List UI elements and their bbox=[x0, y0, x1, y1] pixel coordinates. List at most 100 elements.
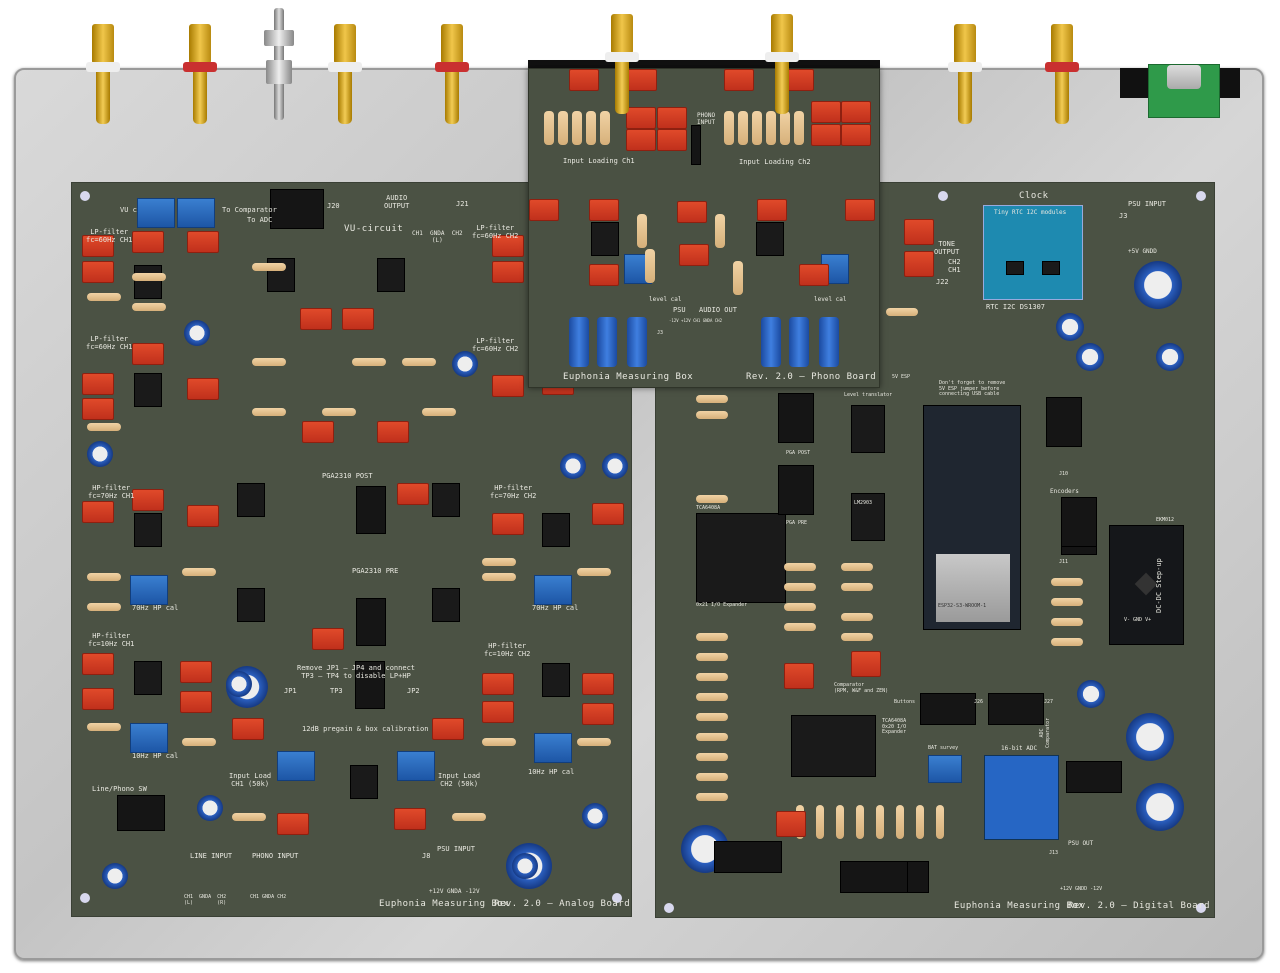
hp-filter-70-ch1-label: HP-filter fc=70Hz CH1 bbox=[88, 484, 135, 500]
bat-survey-label: BAT survey bbox=[928, 745, 959, 751]
j10-label: J10 bbox=[1059, 471, 1069, 477]
level-cal-ch1-label: level cal bbox=[649, 296, 682, 303]
hp-filter-70-ch2-label: HP-filter fc=70Hz CH2 bbox=[490, 484, 537, 500]
rca-jack[interactable] bbox=[328, 24, 362, 124]
resistor bbox=[696, 495, 728, 503]
phono-input-label: PHONO INPUT bbox=[252, 852, 299, 860]
line-phono-switch-label: Line/Phono SW bbox=[92, 785, 147, 793]
esp32-module[interactable]: ESP32-S3-WROOM-1 bbox=[923, 405, 1021, 630]
resistor bbox=[87, 293, 121, 301]
electrolytic-capacitor bbox=[1077, 680, 1105, 708]
psu-out-pins: +12V GNDD -12V bbox=[1060, 886, 1103, 892]
resistor bbox=[856, 805, 864, 839]
film-capacitor bbox=[811, 124, 841, 146]
resistor bbox=[936, 805, 944, 839]
film-capacitor bbox=[811, 101, 841, 123]
psu-input-label: PSU INPUT bbox=[1128, 200, 1166, 208]
psu-input-pins: +5V GNDD bbox=[1128, 248, 1157, 255]
film-capacitor bbox=[300, 308, 332, 330]
trimmer-potentiometer bbox=[130, 723, 168, 753]
pin-header bbox=[1061, 497, 1097, 547]
resistor bbox=[577, 738, 611, 746]
resistor bbox=[482, 573, 516, 581]
film-capacitor bbox=[845, 199, 875, 221]
rca-jack[interactable] bbox=[435, 24, 469, 124]
analog-board: LP-filter fc=60Hz CH1 LP-filter fc=60Hz … bbox=[71, 182, 632, 917]
electrolytic-capacitor bbox=[1134, 261, 1182, 309]
phono-input-label: PHONO INPUT bbox=[697, 112, 716, 126]
vu-label: VU c bbox=[120, 206, 137, 214]
film-capacitor bbox=[492, 375, 524, 397]
film-capacitor bbox=[589, 199, 619, 221]
resistor bbox=[402, 358, 436, 366]
film-capacitor bbox=[677, 201, 707, 223]
film-capacitor bbox=[799, 264, 829, 286]
resistor bbox=[1051, 638, 1083, 646]
audio-output-pins: CH1 GNDA CH2 (L) bbox=[412, 230, 463, 244]
coupling-capacitor bbox=[569, 317, 589, 367]
electrolytic-capacitor bbox=[560, 453, 586, 479]
film-capacitor bbox=[82, 398, 114, 420]
film-capacitor bbox=[589, 264, 619, 286]
ground-post bbox=[262, 8, 296, 120]
pregain-label: 12dB pregain & box calibration bbox=[302, 725, 429, 733]
electrolytic-capacitor bbox=[512, 853, 538, 879]
buttons-label: Buttons bbox=[894, 699, 916, 705]
resistor bbox=[577, 568, 611, 576]
vu-circuit-label: VU-circuit bbox=[344, 224, 404, 234]
input-loading-ch2-label: Input Loading Ch2 bbox=[739, 158, 811, 166]
board-revision: Rev. 2.0 – Digital Board bbox=[1068, 901, 1211, 911]
resistor bbox=[87, 423, 121, 431]
film-capacitor bbox=[82, 235, 114, 257]
j13-label: J13 bbox=[1049, 850, 1059, 856]
resistor bbox=[600, 111, 610, 145]
resistor bbox=[452, 813, 486, 821]
trimmer-potentiometer bbox=[130, 575, 168, 605]
electrolytic-capacitor bbox=[102, 863, 128, 889]
phono-input-pins: CH1 GNDA CH2 bbox=[250, 894, 287, 900]
rca-jack[interactable] bbox=[86, 24, 120, 124]
resistor bbox=[1051, 618, 1083, 626]
pga-pre-label: PGA PRE bbox=[786, 520, 808, 526]
dcdc-module: V- GND V+ bbox=[1109, 525, 1184, 645]
hp-filter-10-ch1-label: HP-filter fc=10Hz CH1 bbox=[88, 632, 135, 648]
rca-jack[interactable] bbox=[605, 14, 639, 114]
lp-filter-ch1-label-2: LP-filter fc=60Hz CH1 bbox=[86, 335, 133, 351]
connector-j20 bbox=[270, 189, 324, 229]
pin-header bbox=[1066, 761, 1122, 793]
film-capacitor bbox=[582, 703, 614, 725]
mounting-hole bbox=[664, 903, 674, 913]
resistor bbox=[87, 603, 121, 611]
electrolytic-capacitor bbox=[452, 351, 478, 377]
resistor bbox=[182, 568, 216, 576]
film-capacitor bbox=[657, 129, 687, 151]
rca-jack[interactable] bbox=[765, 14, 799, 114]
board-revision: Rev. 2.0 – Phono Board bbox=[746, 372, 877, 382]
resistor bbox=[836, 805, 844, 839]
coupling-capacitor bbox=[819, 317, 839, 367]
resistor bbox=[696, 673, 728, 681]
to-adc-label: To ADC bbox=[247, 216, 273, 224]
lp-filter-ch1-label: LP-filter fc=60Hz CH1 bbox=[86, 228, 133, 244]
rca-jack[interactable] bbox=[183, 24, 217, 124]
resistor bbox=[482, 738, 516, 746]
film-capacitor bbox=[841, 101, 871, 123]
esp-5v-label: 5V ESP bbox=[892, 374, 911, 380]
coupling-capacitor bbox=[789, 317, 809, 367]
op-amp-chip bbox=[134, 373, 162, 407]
trimmer-potentiometer bbox=[534, 575, 572, 605]
cal-70hz-ch1-label: 70Hz HP cal bbox=[132, 604, 179, 612]
resistor bbox=[696, 395, 728, 403]
rca-jack[interactable] bbox=[1045, 24, 1079, 124]
tone-output-label: TONE OUTPUT bbox=[934, 240, 960, 256]
op-amp-chip bbox=[237, 588, 265, 622]
psu-out-label: PSU OUT bbox=[1068, 840, 1094, 847]
audio-output-label: AUDIO OUTPUT bbox=[384, 194, 410, 210]
film-capacitor bbox=[492, 513, 524, 535]
film-capacitor bbox=[394, 808, 426, 830]
rtc-module: Tiny RTC I2C modules bbox=[983, 205, 1083, 300]
op-amp-chip bbox=[432, 588, 460, 622]
rca-jack[interactable] bbox=[948, 24, 982, 124]
clock-label: Clock bbox=[1019, 191, 1049, 201]
resistor bbox=[696, 733, 728, 741]
